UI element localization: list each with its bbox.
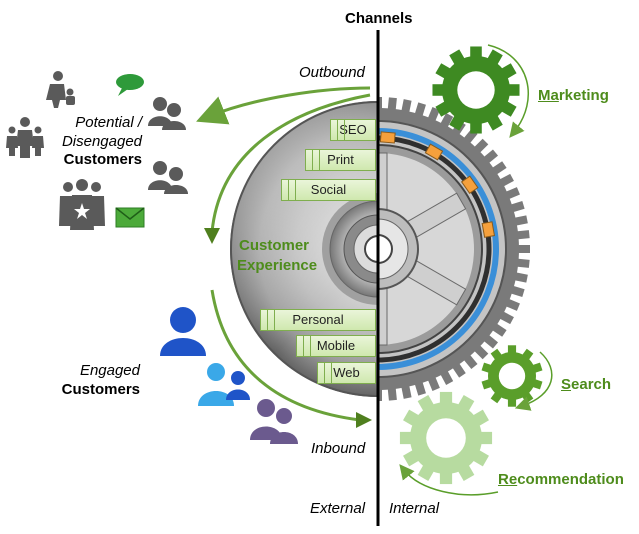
gear-tooth [470,46,482,61]
channel-tab-personal: Personal [260,309,376,331]
users-icon-cyan [198,363,250,406]
wheel-spoke [378,282,388,346]
engagement-arc-arrow [210,93,371,233]
channel-tab-seo: SEO [330,119,376,141]
marketing-label: Marketing [538,87,609,104]
channel-label: SEO [339,122,367,137]
channel-label: Personal [292,312,344,327]
recommendation-rotation-arrow [399,464,499,496]
gear-tooth [378,387,382,401]
parent-child-icon [46,71,75,108]
users-icon-purple [250,399,298,444]
channel-tab-social: Social [281,179,376,201]
group-icon [59,179,105,230]
external-label: External [310,500,366,517]
wheel-spoke [378,152,388,216]
user-pair-icon-bottom [148,161,188,194]
channel-tab-print: Print [305,149,376,171]
search-rotation-arrow [514,351,553,411]
search-label-rest: earch [571,376,612,393]
channel-label: Print [327,152,354,167]
inbound-arrow [210,289,361,422]
outbound-label: Outbound [299,64,365,81]
recommendation-gear-icon [399,391,493,485]
gear-tooth [507,345,517,356]
user-pair-icon-top [148,97,186,130]
gear-tooth [387,385,397,401]
gear-tooth [514,258,530,268]
channel-label: Mobile [316,338,356,353]
engagement-arrowhead [204,228,220,244]
marketing-label-accent: Ma [538,87,559,104]
channel-tab-mobile: Mobile [296,335,376,357]
channel-tab-web: Web [317,362,376,384]
inbound-arrowhead [356,412,372,428]
marketing-gear-icon [432,46,520,134]
marketing-label-rest: rketing [558,87,609,104]
search-label: Search [561,376,611,393]
channel-label: Social [310,182,347,197]
engaged-label-line2: Customers [61,381,140,398]
inbound-label: Inbound [311,440,366,457]
email-icon [115,207,145,228]
gear-tooth [516,245,530,253]
potential-label-line3: Customers [63,151,142,168]
chat-bubble-icon [116,74,144,96]
gear-tooth [387,97,397,113]
ring-block [379,131,396,144]
outbound-arrow [196,86,371,125]
recommendation-label-accent: Re [498,471,518,488]
ring-block [481,221,496,238]
potential-label-line2: Disengaged [61,133,142,150]
search-gear-icon [481,345,543,407]
recommendation-label-rest: commendation [517,471,624,488]
search-label-accent: S [561,376,572,393]
internal-gear [378,97,530,401]
hub-label-line2: Experience [237,257,318,274]
gear-tooth [378,97,382,111]
ring-block [424,143,444,161]
gear-tooth [507,396,517,407]
potential-label-line1: Potential / [75,114,142,131]
internal-label: Internal [389,500,440,517]
ring-block [460,175,479,195]
hub-label-line1: Customer [239,237,310,254]
gear-tooth [470,119,482,134]
channel-label: Web [333,365,360,380]
engaged-label-line1: Engaged [79,362,140,379]
family-icon [6,117,44,158]
recommendation-label: Recommendation [498,471,624,488]
channels-title: Channels [345,10,413,27]
gear-tooth [514,230,530,240]
marketing-rotation-arrow [487,44,529,138]
user-icon [160,307,206,356]
